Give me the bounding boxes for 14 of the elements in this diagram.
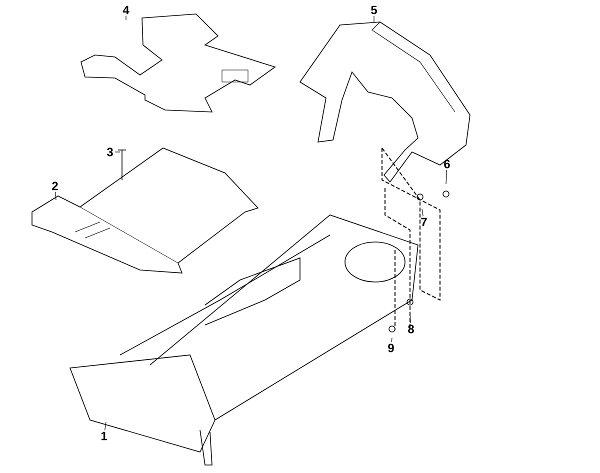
callout-number: 4 [122, 6, 130, 14]
leader-line [55, 192, 56, 200]
leader-line [446, 170, 447, 184]
callout-number: 1 [101, 432, 107, 440]
leader-line [391, 338, 392, 342]
leader-line [410, 314, 411, 324]
callout-number: 5 [371, 6, 377, 14]
callout-number: 3 [106, 148, 113, 156]
leader-line [104, 422, 106, 430]
callout-number: 2 [52, 182, 58, 190]
callout-number: 9 [388, 344, 394, 352]
leader-line [422, 208, 424, 216]
callout-number: 7 [421, 218, 427, 226]
callout-number: 6 [444, 160, 450, 168]
